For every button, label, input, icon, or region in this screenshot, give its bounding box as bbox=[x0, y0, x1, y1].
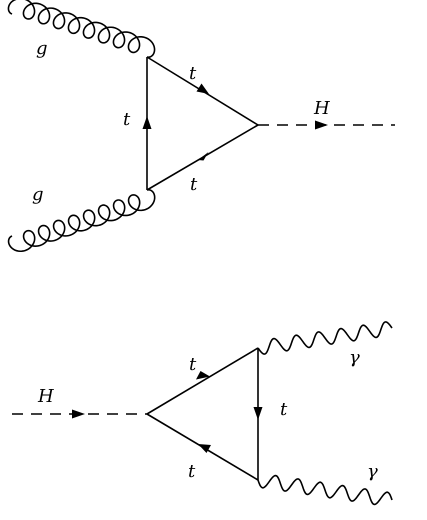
arrow-higgs-1 bbox=[315, 120, 328, 130]
top-label-left: t bbox=[123, 109, 131, 130]
gluon-line-top bbox=[7, 0, 156, 59]
arrow-upper-right-2 bbox=[196, 371, 210, 380]
diagram-gluon-fusion: g g t t t H bbox=[7, 0, 395, 253]
gluon-label-bottom: g bbox=[32, 184, 44, 205]
photon-line-bottom bbox=[257, 474, 393, 506]
top-label-lower-2: t bbox=[188, 461, 196, 482]
gluon-label-top: g bbox=[36, 38, 48, 59]
arrow-left-up bbox=[142, 116, 152, 129]
arrow-lower-left-2 bbox=[198, 444, 211, 453]
top-label-lower: t bbox=[190, 174, 198, 195]
diagram-diphoton: H t t t γ γ bbox=[12, 321, 393, 506]
arrow-lower-left bbox=[198, 152, 209, 161]
photon-label-top: γ bbox=[349, 347, 360, 368]
top-label-right-2: t bbox=[280, 399, 288, 420]
higgs-label-1: H bbox=[313, 98, 330, 119]
arrow-upper-right bbox=[196, 83, 209, 94]
arrow-right-down bbox=[253, 407, 263, 420]
gluon-line-bottom bbox=[7, 188, 156, 253]
top-label-upper: t bbox=[189, 63, 197, 84]
higgs-label-2: H bbox=[37, 386, 54, 407]
top-quark-line-upper-2 bbox=[146, 347, 259, 415]
top-label-upper-2: t bbox=[189, 354, 197, 375]
photon-line-top bbox=[257, 321, 393, 355]
arrow-higgs-2 bbox=[72, 409, 85, 419]
photon-label-bottom: γ bbox=[367, 461, 378, 482]
